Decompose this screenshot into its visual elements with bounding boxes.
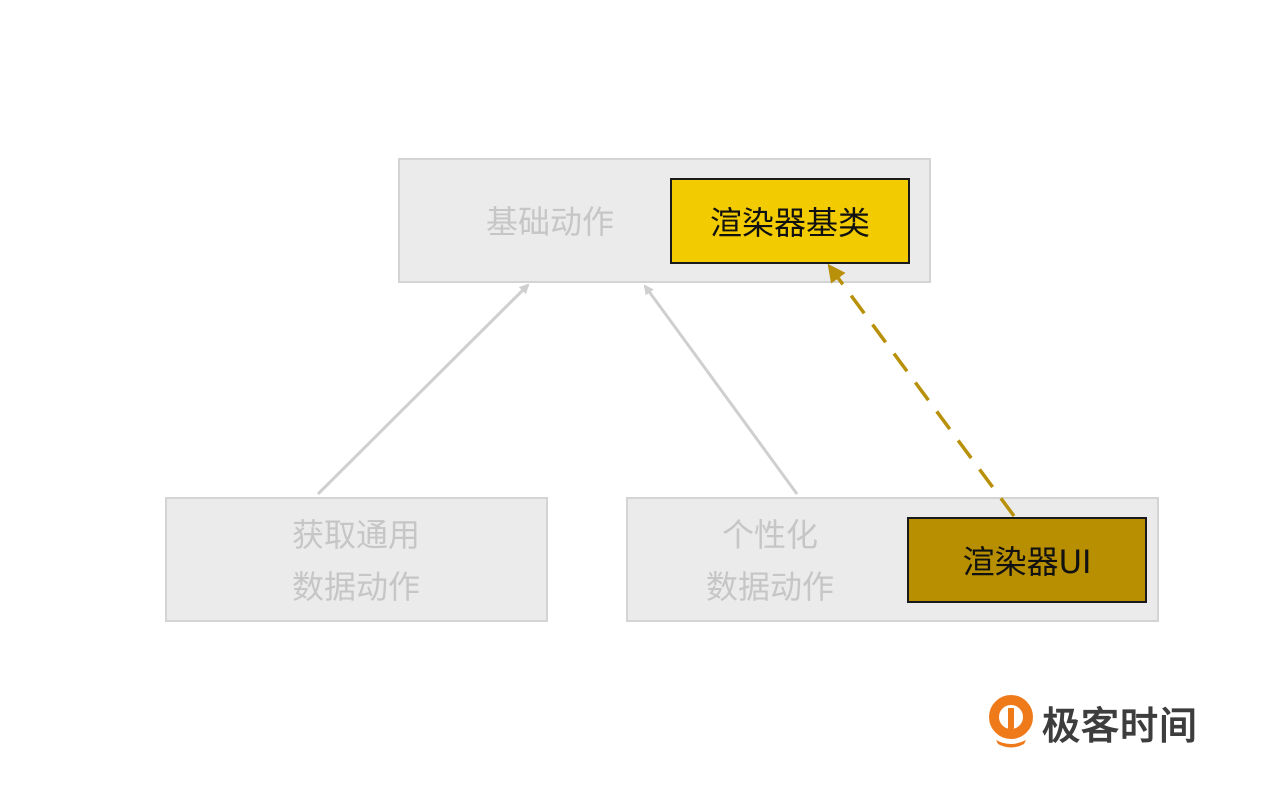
edge-generic-to-base: [316, 283, 530, 496]
edge-custom-to-base: [643, 284, 799, 495]
generic-fetch-box: [165, 497, 548, 622]
renderer-ui-box: 渲染器UI: [907, 517, 1147, 603]
renderer-base-box: 渲染器基类: [670, 178, 910, 264]
geektime-logo-text: 极客时间: [1042, 703, 1199, 748]
custom-data-line-1: 个性化: [721, 516, 818, 554]
geektime-logo: 极客时间: [988, 694, 1198, 750]
geektime-logo-icon: [989, 695, 1033, 748]
custom-data-line-2: 数据动作: [705, 568, 834, 606]
generic-fetch-line-2: 数据动作: [291, 568, 420, 606]
edge-ui-to-renderer-base: [827, 263, 1016, 518]
base-action-label: 基础动作: [485, 203, 614, 241]
generic-fetch-line-1: 获取通用: [291, 516, 420, 554]
